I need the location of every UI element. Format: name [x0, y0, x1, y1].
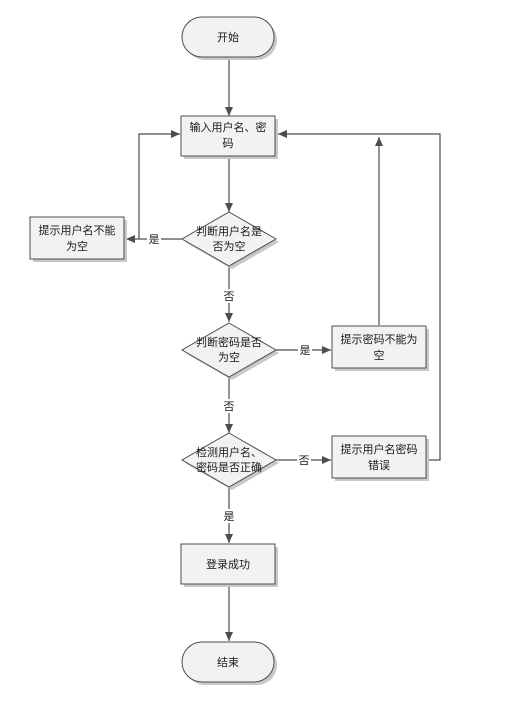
- node-start: 开始: [181, 16, 277, 60]
- node-password-empty-msg: 提示密码不能为 空: [331, 325, 429, 371]
- node-verify-line-1: 检测用户名、: [196, 445, 262, 459]
- node-input: 输入用户名、密 码: [180, 115, 278, 159]
- node-check-username-line-1: 判断用户名是: [196, 224, 262, 238]
- node-wrong-msg-line-1: 提示用户名密码: [341, 442, 418, 456]
- node-verify-line-2: 密码是否正确: [196, 460, 262, 474]
- label-password-no: 否: [224, 400, 235, 413]
- edge-wrong-msg-to-input: [278, 130, 441, 461]
- node-success-line-1: 登录成功: [206, 557, 250, 571]
- node-end: 结束: [181, 641, 277, 685]
- node-password-empty-msg-line-1: 提示密码不能为: [341, 332, 418, 346]
- node-username-empty-msg-line-1: 提示用户名不能: [39, 223, 116, 237]
- node-input-line-2: 码: [223, 137, 234, 150]
- node-check-password: 判断密码是否 为空: [180, 322, 279, 380]
- node-password-empty-msg-line-2: 空: [374, 348, 385, 362]
- node-verify: 检测用户名、 密码是否正确: [180, 432, 279, 490]
- node-success: 登录成功: [180, 543, 278, 587]
- label-password-yes: 是: [300, 344, 311, 357]
- node-end-line-1: 结束: [217, 656, 239, 669]
- node-check-password-line-2: 为空: [218, 350, 240, 364]
- label-verify-no: 否: [299, 454, 310, 467]
- node-wrong-msg: 提示用户名密码 错误: [331, 435, 429, 481]
- node-start-line-1: 开始: [217, 30, 239, 44]
- label-username-yes: 是: [149, 233, 160, 246]
- label-verify-yes: 是: [224, 510, 235, 523]
- node-input-line-1: 输入用户名、密: [190, 120, 267, 134]
- node-check-username-line-2: 否为空: [213, 239, 246, 253]
- node-username-empty-msg: 提示用户名不能 为空: [29, 216, 127, 262]
- node-wrong-msg-line-2: 错误: [368, 458, 390, 472]
- node-username-empty-msg-line-2: 为空: [66, 239, 88, 253]
- edge-username-msg-to-input: [138, 130, 180, 239]
- label-username-no: 否: [224, 290, 235, 303]
- edge-labels: 是 否 是 否 否 是: [147, 232, 312, 523]
- node-check-password-line-1: 判断密码是否: [196, 335, 262, 349]
- node-check-username: 判断用户名是 否为空: [180, 211, 279, 269]
